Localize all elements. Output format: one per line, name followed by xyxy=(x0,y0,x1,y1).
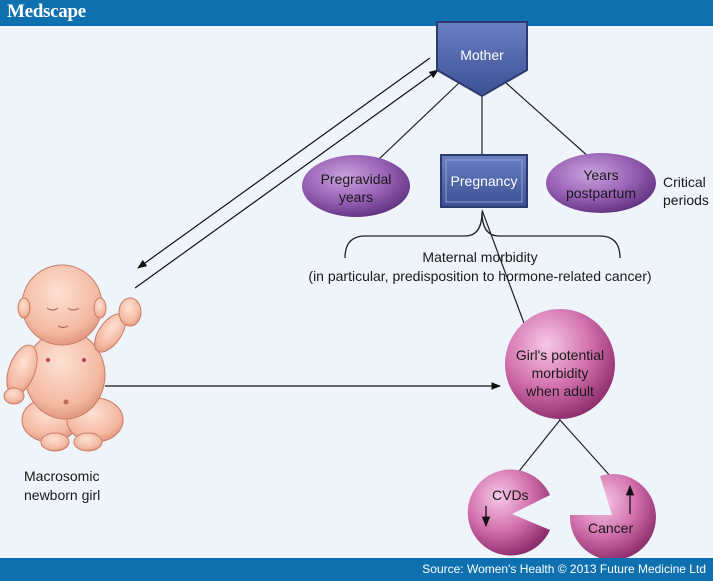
baby-mother-arrows xyxy=(105,57,501,390)
pregnancy-label: Pregnancy xyxy=(451,173,518,189)
cvds-label: CVDs xyxy=(492,487,529,503)
cancer-node: Cancer xyxy=(569,474,656,558)
maternal-morbidity: Maternal morbidity (in particular, predi… xyxy=(308,249,651,284)
header-bar: Medscape xyxy=(0,0,713,26)
baby-illustration xyxy=(3,264,142,452)
critical-label-1: Critical xyxy=(663,174,706,190)
newborn-label-1: Macrosomic xyxy=(24,468,99,484)
cancer-label: Cancer xyxy=(588,520,633,536)
postpartum-label-1: Years xyxy=(583,167,618,183)
cvds-node: CVDs xyxy=(467,469,550,556)
maternal-brace xyxy=(344,211,621,259)
girl-morbidity-node: Girl's potential morbidity when adult xyxy=(505,309,615,419)
mother-node: Mother xyxy=(436,21,528,98)
girl-morbidity-line-3: when adult xyxy=(525,383,594,399)
critical-periods: Critical periods xyxy=(663,174,709,208)
girl-morbidity-line-2: morbidity xyxy=(532,365,589,381)
newborn-caption: Macrosomic newborn girl xyxy=(24,468,100,503)
girl-morbidity-line-1: Girl's potential xyxy=(516,347,604,363)
maternal-morbidity-line-2: (in particular, predisposition to hormon… xyxy=(308,268,651,284)
pregravidal-label-1: Pregravidal xyxy=(321,171,392,187)
pregravidal-node: Pregravidal years xyxy=(302,155,410,217)
source-credit: Source: Women's Health © 2013 Future Med… xyxy=(422,562,706,576)
postpartum-label-2: postpartum xyxy=(566,185,636,201)
critical-label-2: periods xyxy=(663,192,709,208)
footer-bar: Source: Women's Health © 2013 Future Med… xyxy=(0,558,713,581)
newborn-label-2: newborn girl xyxy=(24,487,100,503)
maternal-morbidity-line-1: Maternal morbidity xyxy=(422,249,537,265)
mother-label: Mother xyxy=(460,47,504,63)
diagram-canvas: Mother Pregravidal years Pregnancy Years… xyxy=(3,21,709,558)
pregnancy-node: Pregnancy xyxy=(440,154,528,208)
pregravidal-label-2: years xyxy=(339,189,373,205)
brand-logo: Medscape xyxy=(7,1,86,22)
postpartum-node: Years postpartum xyxy=(546,153,656,213)
